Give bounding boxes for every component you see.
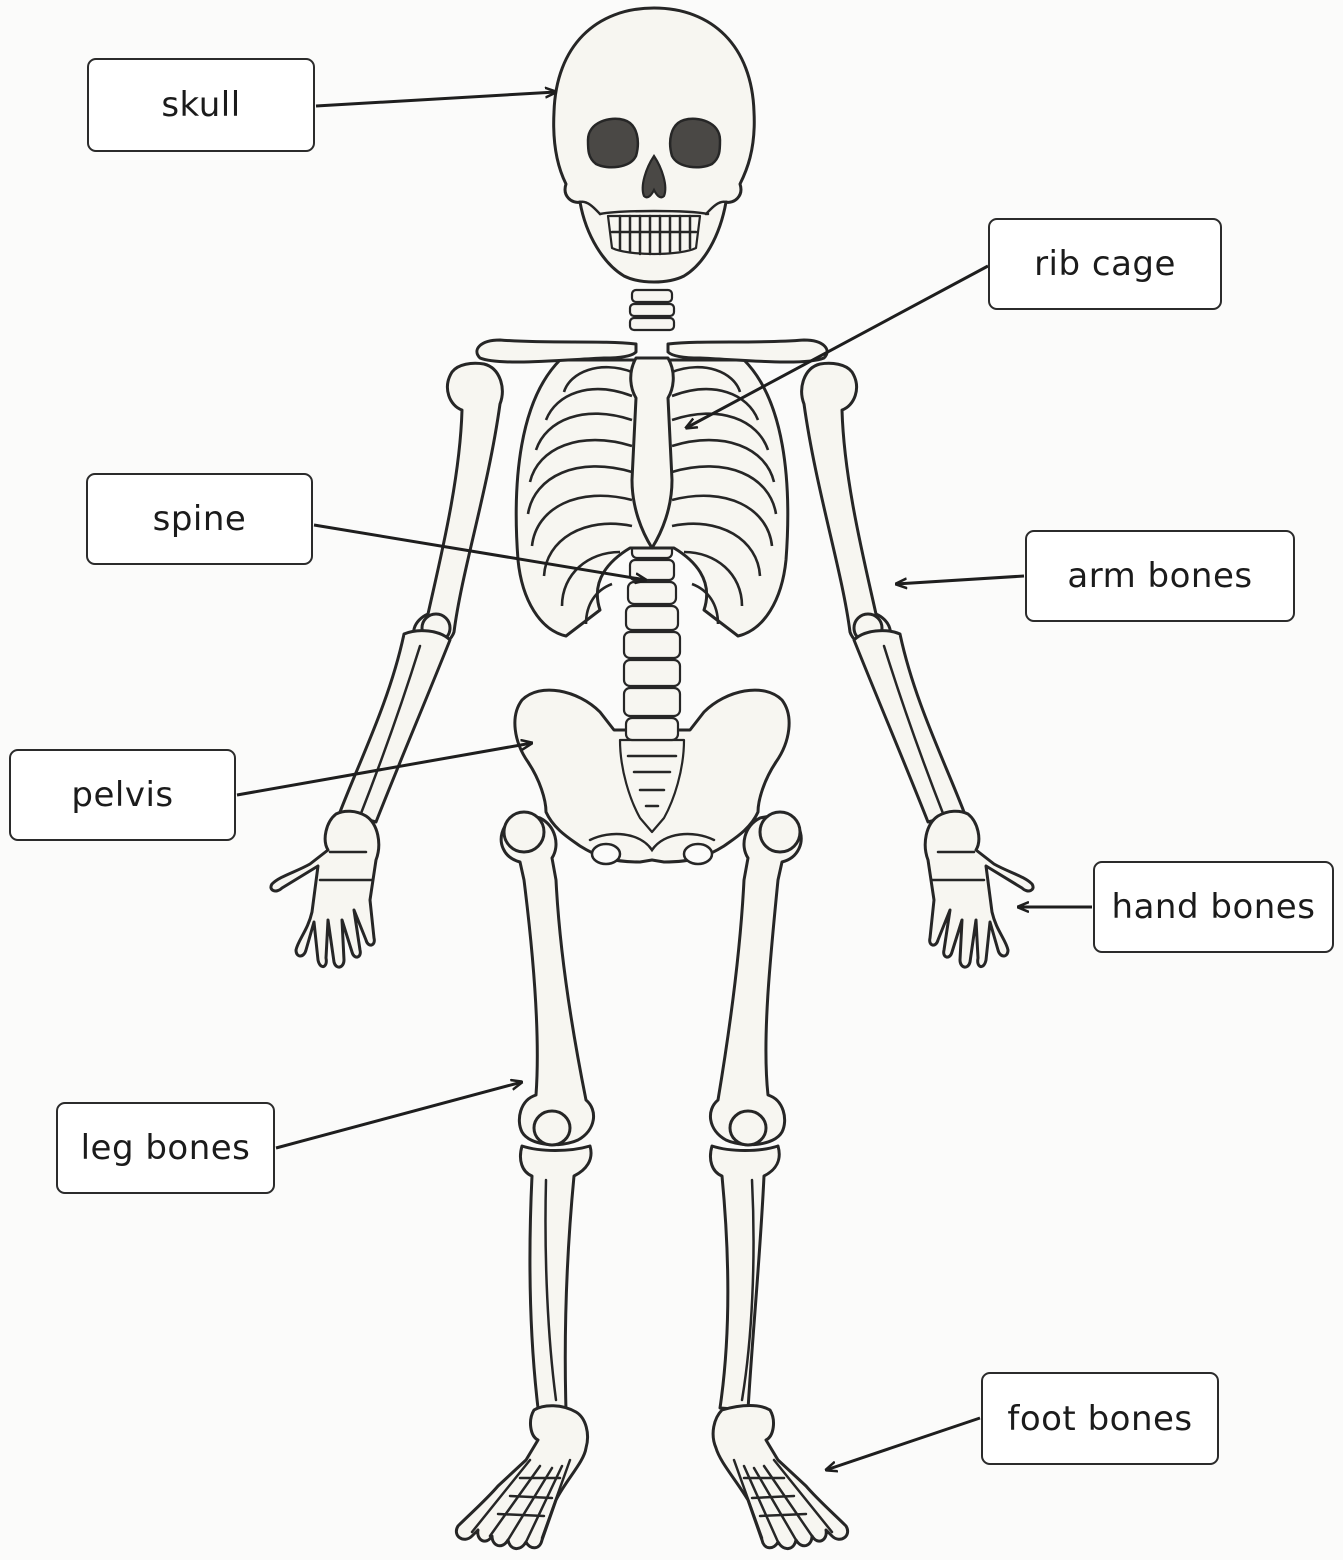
foot-bones-arrow xyxy=(826,1418,980,1470)
left-collarbone xyxy=(477,340,636,362)
right-hip-joint xyxy=(760,812,800,852)
right-forearm xyxy=(854,631,964,822)
foot-bones xyxy=(456,1406,847,1549)
right-collarbone xyxy=(668,340,827,362)
rib-cage-label: rib cage xyxy=(988,218,1222,310)
hand-bones-label: hand bones xyxy=(1093,861,1334,953)
skull-bone xyxy=(554,8,755,282)
left-kneecap xyxy=(534,1111,570,1145)
arm-bones-label: arm bones xyxy=(1025,530,1295,622)
pelvis-label: pelvis xyxy=(9,749,236,841)
left-hand xyxy=(271,811,379,967)
left-femur xyxy=(501,816,593,1145)
arm-bones-arrow xyxy=(896,576,1024,584)
leg-bones xyxy=(501,816,801,1410)
right-humerus xyxy=(802,363,891,647)
left-forearm xyxy=(340,631,450,822)
right-obturator xyxy=(684,844,712,864)
right-tibia xyxy=(710,1146,779,1410)
spine-label: spine xyxy=(86,473,313,565)
right-hand xyxy=(925,811,1033,967)
right-eye-socket xyxy=(670,119,720,167)
right-femur xyxy=(710,816,801,1145)
leg-bones-arrow xyxy=(276,1082,522,1148)
left-humerus xyxy=(414,363,503,647)
teeth xyxy=(608,216,700,254)
skull-arrow xyxy=(316,92,556,106)
left-obturator xyxy=(592,844,620,864)
sternum xyxy=(631,358,674,548)
foot-bones-label: foot bones xyxy=(981,1372,1219,1465)
skull-label: skull xyxy=(87,58,315,152)
leg-bones-label: leg bones xyxy=(56,1102,275,1194)
right-kneecap xyxy=(730,1111,766,1145)
left-tibia xyxy=(520,1146,591,1410)
left-eye-socket xyxy=(588,119,638,167)
left-hip-joint xyxy=(504,812,544,852)
